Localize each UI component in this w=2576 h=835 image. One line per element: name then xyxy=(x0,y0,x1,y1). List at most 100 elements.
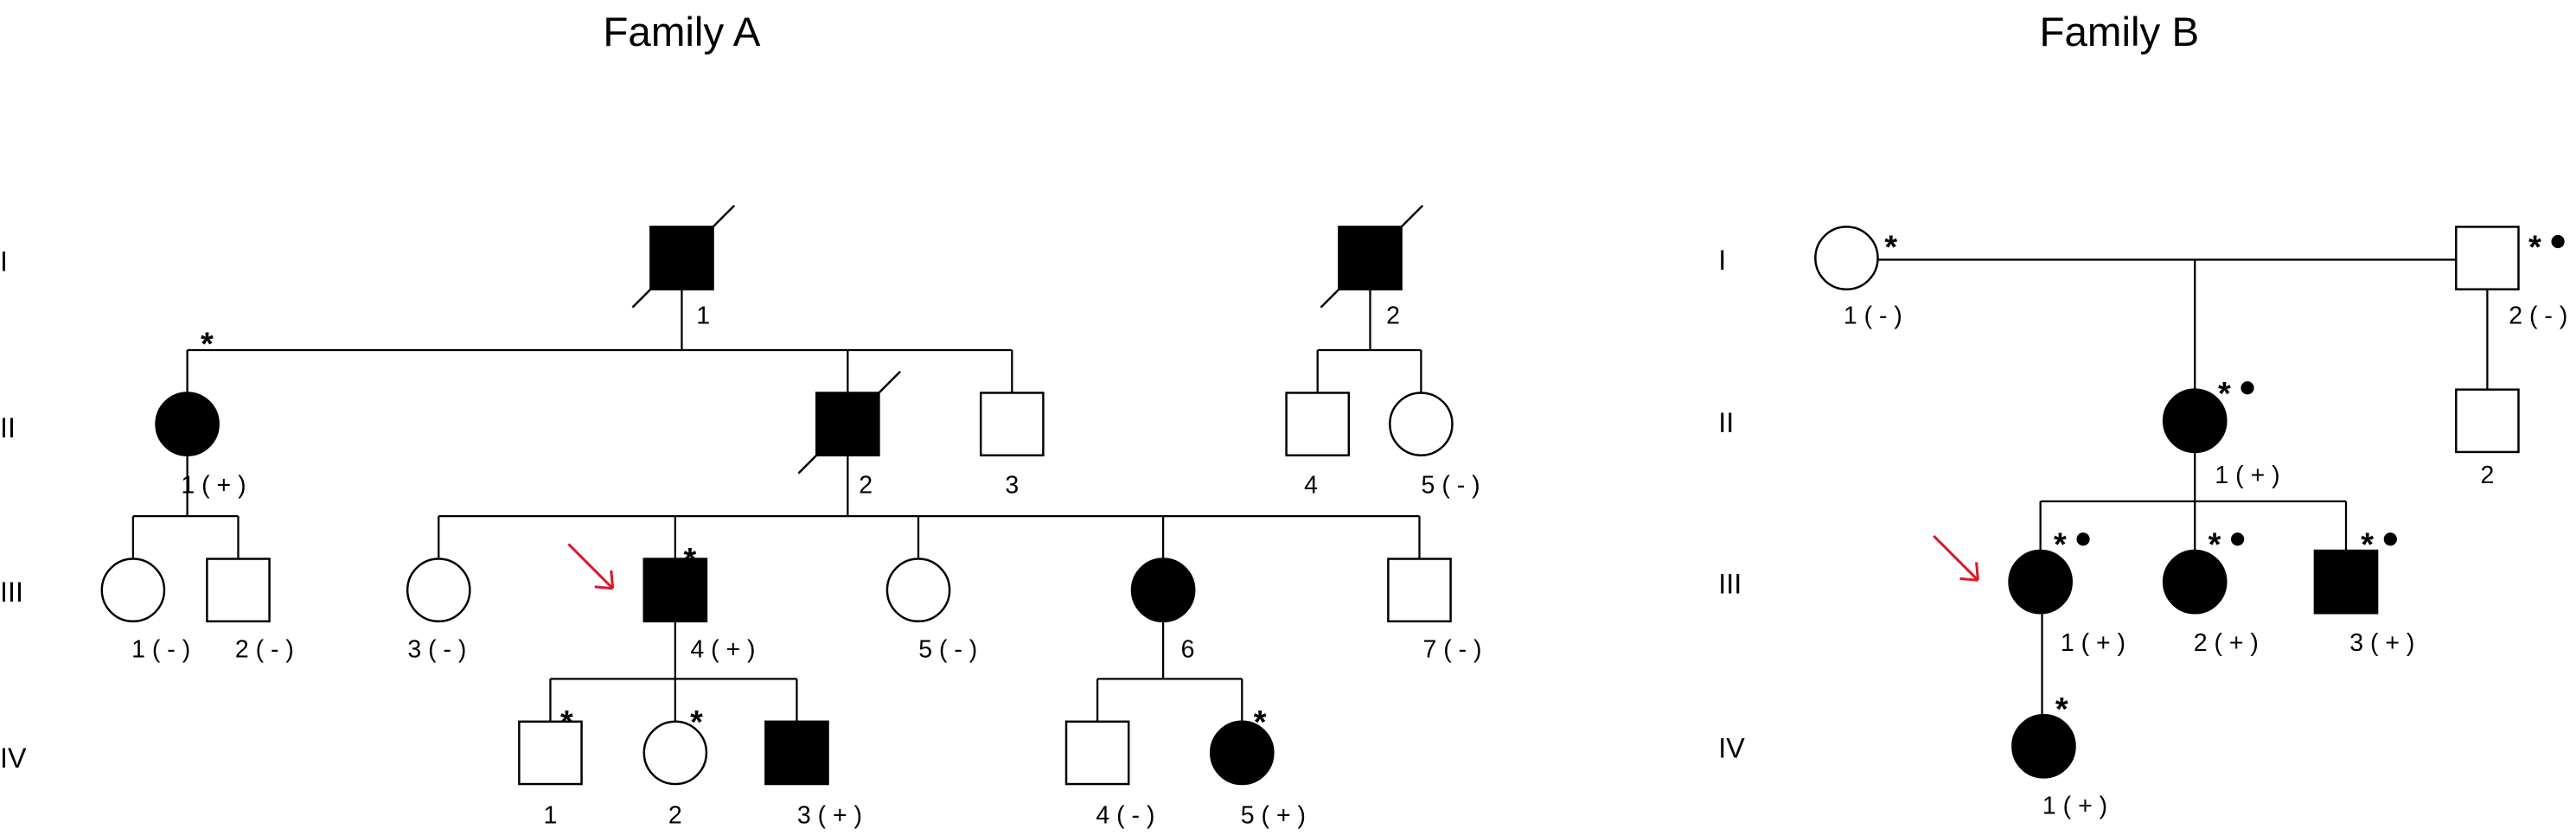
individual-label: 1 xyxy=(544,802,558,830)
tested-asterisk-marker: * xyxy=(2208,527,2221,564)
line-a-ii1-descent xyxy=(131,455,240,559)
tested-asterisk-marker: * xyxy=(2528,230,2541,266)
individual-label: 5 ( - ) xyxy=(918,636,977,664)
individual-label: 1 ( + ) xyxy=(2042,792,2107,819)
individual-a-iv-1: 1* xyxy=(518,704,583,830)
tested-asterisk-marker: * xyxy=(560,704,573,741)
generation-label-b-3: III xyxy=(1718,568,1742,599)
individual-label: 4 xyxy=(1304,471,1318,499)
individual-a-ii-2: 2 xyxy=(797,370,902,499)
individual-label: 4 ( - ) xyxy=(1096,802,1154,830)
individual-label: 2 ( + ) xyxy=(2194,629,2259,657)
line-a-ii2-descent xyxy=(438,455,1421,559)
unaffected-male-square-icon xyxy=(1285,392,1351,456)
relationship-lines xyxy=(131,258,2489,722)
individual-b-iii-1: 1 ( + )* xyxy=(1933,527,2125,657)
individual-a-i-1: 1 xyxy=(631,204,736,330)
individual-label: 1 ( + ) xyxy=(181,471,246,499)
individual-label: 3 ( + ) xyxy=(797,802,862,830)
affected-male-square-icon xyxy=(642,558,708,623)
proband-arrow-icon xyxy=(1933,534,1979,582)
individual-label: 2 xyxy=(668,802,682,830)
individual-a-iii-5: 5 ( - ) xyxy=(885,558,977,664)
individual-a-ii-5: 5 ( - ) xyxy=(1389,392,1480,499)
individual-label: 5 ( + ) xyxy=(1241,802,1306,830)
tested-asterisk-marker: * xyxy=(1254,704,1267,741)
affected-female-circle-icon xyxy=(1209,720,1275,786)
unaffected-female-circle-icon xyxy=(100,558,166,623)
affected-female-circle-icon xyxy=(155,392,220,456)
individual-label: 4 ( + ) xyxy=(690,636,755,664)
individual-label: 3 xyxy=(1005,471,1019,499)
individual-a-i-2: 2 xyxy=(1320,204,1424,330)
individual-a-iv-5: 5 ( + ) * xyxy=(1209,704,1306,830)
proband-arrow-icon xyxy=(567,543,615,590)
dot-marker-icon xyxy=(2551,234,2565,249)
generation-label-a-3: III xyxy=(0,577,23,608)
unaffected-female-circle-icon xyxy=(1389,392,1454,456)
dot-marker-icon xyxy=(2231,532,2245,546)
affected-female-circle-icon xyxy=(2162,388,2228,454)
individual-a-iii-7: 7 ( - ) xyxy=(1387,558,1482,664)
affected-female-circle-icon xyxy=(2008,549,2073,615)
individual-b-i-2: 2 ( - ) * xyxy=(2455,226,2567,330)
individual-label: 1 xyxy=(696,303,710,330)
individual-a-iii-3: 3 ( - ) xyxy=(406,558,471,664)
individual-a-iii-6: 6 xyxy=(1130,558,1196,664)
deceased-slash-icon xyxy=(631,204,736,309)
individual-label: 1 ( + ) xyxy=(2215,462,2279,489)
line-a-i2-descent xyxy=(1316,289,1422,393)
generation-label-b-2: II xyxy=(1718,407,1734,438)
individual-b-iv-1: 1 ( + ) * xyxy=(2011,692,2107,819)
tested-asterisk-marker: * xyxy=(2218,376,2231,412)
individual-a-ii-3: 3 xyxy=(979,392,1045,499)
individual-b-ii-2: 2 xyxy=(2455,388,2520,489)
generation-label-a-4: IV xyxy=(0,743,27,774)
individual-b-iii-2: 2 ( + ) * xyxy=(2162,527,2259,657)
dot-marker-icon xyxy=(2383,532,2397,546)
generation-label-a-2: II xyxy=(0,412,16,443)
deceased-slash-icon xyxy=(1320,204,1424,309)
affected-female-circle-icon xyxy=(2162,549,2228,615)
line-b-i-descent xyxy=(2194,259,2489,390)
individual-label: 2 xyxy=(859,471,873,499)
tested-asterisk-marker: * xyxy=(2055,692,2068,728)
line-a-iii6-descent xyxy=(1096,621,1243,722)
generation-label-b-1: I xyxy=(1718,245,1726,276)
unaffected-female-circle-icon xyxy=(406,558,471,623)
individual-b-ii-1: 1 ( + ) * xyxy=(2162,376,2280,489)
individual-label: 3 ( + ) xyxy=(2349,629,2414,657)
individual-label: 2 ( - ) xyxy=(2509,303,2567,330)
generation-label-b-4: IV xyxy=(1718,733,1745,764)
dot-marker-icon xyxy=(2240,381,2254,395)
individual-label: 1 ( - ) xyxy=(131,636,190,664)
unaffected-male-square-icon xyxy=(979,392,1045,456)
individual-label: 6 xyxy=(1181,636,1195,664)
affected-female-circle-icon xyxy=(2011,713,2076,779)
unaffected-male-square-icon xyxy=(1064,720,1130,786)
individual-a-iii-4: 4 ( + ) * xyxy=(567,542,756,664)
affected-female-circle-icon xyxy=(1130,558,1196,623)
tested-asterisk-marker: * xyxy=(684,542,697,578)
individual-a-ii-1: 1 ( + )* xyxy=(155,327,246,499)
unaffected-female-circle-icon xyxy=(885,558,951,623)
individual-a-iv-2: 2* xyxy=(642,704,708,830)
individual-a-iv-4: 4 ( - ) xyxy=(1064,720,1154,830)
deceased-slash-icon xyxy=(797,370,902,475)
tested-asterisk-marker: * xyxy=(690,704,703,741)
family-a-title: Family A xyxy=(603,10,760,55)
affected-male-square-icon xyxy=(2313,549,2379,615)
dot-marker-icon xyxy=(2076,532,2090,546)
individual-a-iii-2: 2 ( - ) xyxy=(206,558,294,664)
unaffected-male-square-icon xyxy=(1387,558,1452,623)
tested-asterisk-marker: * xyxy=(1884,230,1897,266)
individual-label: 1 ( - ) xyxy=(1844,303,1902,330)
tested-asterisk-marker: * xyxy=(2361,527,2374,564)
individual-label: 7 ( - ) xyxy=(1422,636,1481,664)
unaffected-female-circle-icon xyxy=(642,720,708,786)
individual-label: 2 ( - ) xyxy=(235,636,294,664)
unaffected-male-square-icon xyxy=(206,558,271,623)
unaffected-male-square-icon xyxy=(2455,388,2520,454)
line-b-ii1-descent xyxy=(2039,451,2348,551)
